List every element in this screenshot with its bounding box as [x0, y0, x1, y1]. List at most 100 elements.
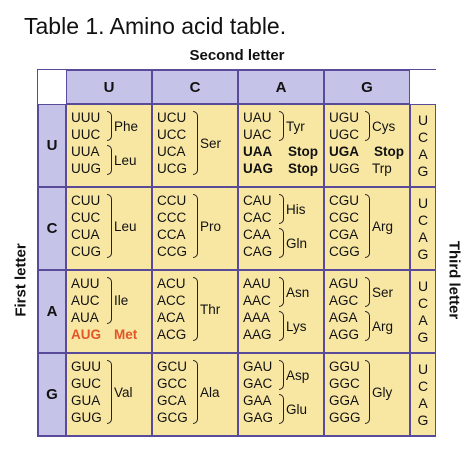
codon: CAU — [243, 193, 272, 208]
brace — [107, 111, 112, 141]
codon: UGC — [329, 127, 359, 142]
amino-acid-label: His — [286, 201, 306, 217]
codon: AAU — [243, 276, 271, 291]
brace — [279, 111, 284, 141]
brace — [193, 194, 198, 258]
codon: GAA — [243, 393, 272, 408]
codon: CCC — [157, 210, 187, 225]
amino-acid-label: Gly — [372, 384, 393, 400]
amino-acid-label: Ile — [114, 293, 129, 308]
amino-acid-label: Tyr — [286, 118, 305, 134]
third-letter: G — [417, 411, 429, 428]
codon: UAA — [243, 144, 273, 159]
third-letter: G — [417, 162, 429, 179]
brace — [365, 194, 370, 258]
codon: UAC — [243, 127, 272, 142]
codon: GCA — [157, 393, 187, 408]
codon: GGA — [329, 393, 360, 408]
brace — [193, 277, 198, 341]
codon: GCG — [157, 410, 188, 425]
amino-acid-label: Arg — [372, 218, 394, 234]
codon: UGU — [329, 110, 359, 125]
brace — [193, 111, 198, 175]
third-letter: C — [417, 294, 429, 311]
brace — [279, 360, 284, 390]
third-letter: C — [417, 211, 429, 228]
first-letter-label: First letter — [12, 243, 30, 317]
second-letter-label: Second letter — [189, 47, 285, 64]
codon: GGG — [329, 410, 361, 425]
codon: CGC — [329, 210, 359, 225]
third-letter: A — [418, 394, 428, 411]
amino-acid-label: Glu — [286, 401, 308, 417]
codon: GGU — [329, 359, 360, 374]
codon: AGA — [329, 310, 358, 325]
second-letter-header: A — [238, 70, 324, 104]
brace — [193, 360, 198, 424]
codon: AUU — [71, 276, 100, 291]
brace — [365, 311, 370, 341]
codon: GAC — [243, 376, 273, 391]
third-letter: A — [418, 228, 428, 245]
brace — [279, 194, 284, 224]
codon: UAG — [243, 161, 273, 176]
codon: CAA — [243, 227, 271, 242]
codon: GUU — [71, 359, 101, 374]
third-letter: C — [417, 128, 429, 145]
amino-acid-label: Stop — [374, 144, 404, 159]
third-letter: U — [417, 111, 429, 128]
amino-acid-label: Lys — [286, 318, 307, 334]
codon: UUA — [71, 144, 100, 159]
codon: UGG — [329, 161, 360, 176]
second-letter-header: C — [152, 70, 238, 104]
amino-acid-label: Leu — [114, 218, 137, 234]
codon: AAA — [243, 310, 271, 325]
codon: CCA — [157, 227, 186, 242]
codon: GUA — [71, 393, 101, 408]
first-letter-header: G — [38, 353, 66, 436]
codon: CUG — [71, 244, 101, 259]
codon: UCA — [157, 144, 186, 159]
amino-acid-label: Phe — [114, 118, 139, 134]
amino-acid-label: Asn — [286, 284, 310, 300]
corner-blank — [410, 70, 436, 104]
brace — [107, 360, 112, 424]
codon: CUU — [71, 193, 101, 208]
codon: UUC — [71, 127, 101, 142]
codon: UGA — [329, 144, 359, 159]
amino-acid-label: Stop — [288, 161, 318, 176]
codon: GUG — [71, 410, 102, 425]
third-letter: U — [417, 194, 429, 211]
codon: ACC — [157, 293, 186, 308]
first-letter-header: C — [38, 187, 66, 270]
codon: AGG — [329, 327, 360, 342]
codon: AUC — [71, 293, 100, 308]
